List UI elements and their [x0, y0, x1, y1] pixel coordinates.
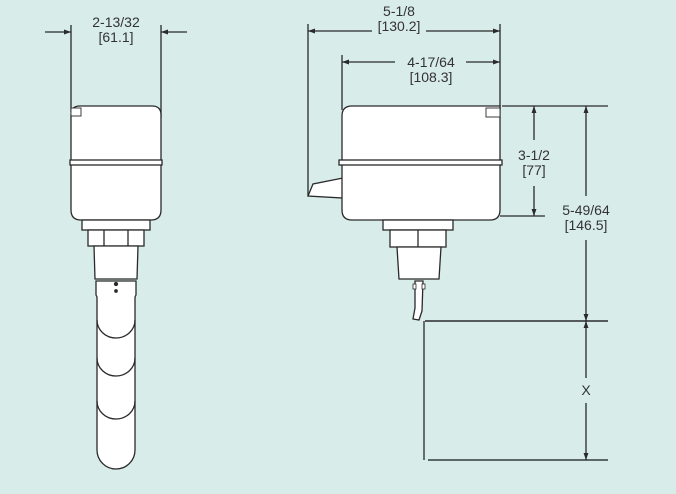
- overall-height-fraction: 5-49/64: [562, 202, 610, 218]
- overall-height-label: 5-49/64 [146.5]: [556, 203, 616, 233]
- front-width-metric: [61.1]: [98, 29, 134, 45]
- housing-height-fraction: 3-1/2: [518, 147, 550, 163]
- side-view: [307, 24, 608, 461]
- housing-width-metric: [108.3]: [409, 69, 453, 85]
- housing-height-label: 3-1/2 [77]: [512, 148, 556, 178]
- overall-width-label: 5-1/8 [130.2]: [372, 4, 426, 34]
- front-width-label: 2-13/32 [61.1]: [88, 15, 144, 45]
- overall-width-fraction: 5-1/8: [383, 3, 415, 19]
- overall-height-metric: [146.5]: [564, 217, 608, 233]
- housing-height-metric: [77]: [522, 162, 546, 178]
- housing-width-fraction: 4-17/64: [407, 54, 455, 70]
- paddle-length-x: X: [581, 382, 591, 398]
- housing-width-label: 4-17/64 [108.3]: [398, 55, 464, 85]
- paddle-length-label: X: [578, 383, 594, 398]
- front-view: [45, 25, 187, 470]
- overall-width-metric: [130.2]: [377, 18, 421, 34]
- front-width-fraction: 2-13/32: [92, 14, 140, 30]
